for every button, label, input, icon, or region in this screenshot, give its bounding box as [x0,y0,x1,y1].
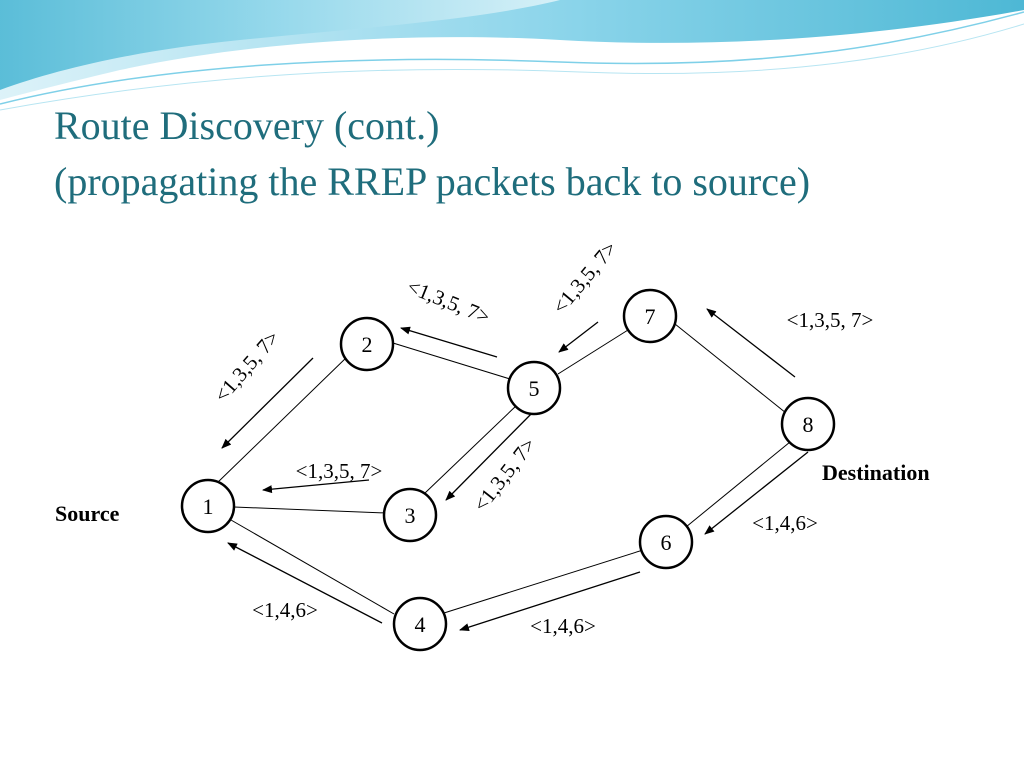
rrep-arrows-layer [221,308,809,632]
rrep-labels-layer: <1,3,5, 7> <1,3,5, 7> <1,3,5, 7> <1,3,5,… [209,237,873,638]
rrep-arrow-5-to-2 [400,326,498,358]
header-wave-front [0,0,560,90]
rrep-label-5-to-3: <1,3,5, 7> [468,433,540,516]
node-1: 1 [180,478,236,534]
edge-7-8 [674,323,787,414]
edge-2-5 [392,342,511,380]
rrep-arrow-2-to-1 [221,357,314,449]
node-7-label: 7 [645,304,656,329]
node-7: 7 [622,288,678,344]
rrep-label-2-to-1: <1,3,5, 7> [209,326,284,407]
nodes-layer: 1 2 3 4 5 6 7 8 [180,288,836,652]
edge-4-6 [443,549,644,614]
rrep-arrow-8-to-6 [704,451,809,535]
node-5-label: 5 [529,376,540,401]
node-8: 8 [780,396,836,452]
node-4: 4 [392,596,448,652]
node-2: 2 [339,316,395,372]
rrep-arrow-8-to-7 [706,308,796,378]
slide-title: Route Discovery (cont.) (propagating the… [54,98,810,210]
rrep-label-6-to-4: <1,4,6> [530,614,596,638]
slide-title-line-1: Route Discovery (cont.) [54,103,440,148]
slide-title-line-2: (propagating the RREP packets back to so… [54,159,811,204]
edge-3-5 [424,404,518,494]
edges-layer [215,323,791,615]
edge-5-7 [557,329,629,375]
node-3-label: 3 [405,503,416,528]
node-3: 3 [382,487,438,543]
node-4-label: 4 [415,612,426,637]
node-2-label: 2 [362,332,373,357]
node-6-label: 6 [661,530,672,555]
rrep-arrow-3-to-1 [262,479,370,494]
rrep-label-8-to-7: <1,3,5, 7> [787,308,874,332]
node-8-label: 8 [803,412,814,437]
header-wave-line [0,11,1024,105]
rrep-arrow-4-to-1 [227,542,383,624]
rrep-label-7-to-5: <1,3,5, 7> [548,237,622,319]
node-6: 6 [638,514,694,570]
rrep-arrow-7-to-5 [558,321,599,353]
rrep-label-3-to-1: <1,3,5, 7> [296,459,383,483]
edge-6-8 [685,441,791,528]
header-wave-line-2 [0,23,1024,111]
edge-1-3 [233,506,387,514]
rrep-arrow-5-to-3 [445,406,539,501]
rrep-label-8-to-6: <1,4,6> [752,511,818,535]
rrep-label-5-to-2: <1,3,5, 7> [404,274,493,329]
node-5: 5 [506,360,562,416]
rrep-arrow-6-to-4 [459,571,641,632]
edge-1-4 [230,519,395,615]
rrep-label-4-to-1: <1,4,6> [252,598,318,622]
edge-1-2 [215,355,349,485]
node-1-label: 1 [203,494,214,519]
destination-label: Destination [822,460,930,485]
source-label: Source [55,501,120,526]
header-wave-decoration [0,0,1024,111]
